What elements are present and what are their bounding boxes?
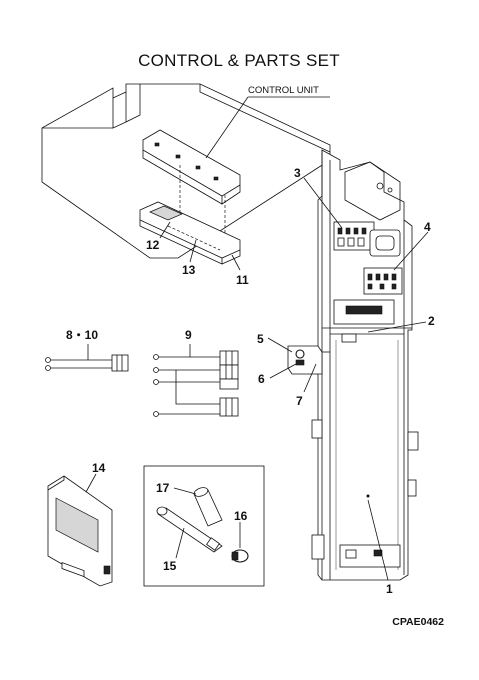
callout-9: 9	[185, 328, 192, 342]
callout-6: 6	[258, 372, 265, 386]
drawing-code: CPAE0462	[392, 616, 444, 628]
control-unit-label: CONTROL UNIT	[248, 85, 319, 96]
callout-7: 7	[296, 394, 303, 408]
mounting-bracket-5-6-7	[287, 345, 330, 375]
callout-13: 13	[182, 263, 196, 277]
callout-15: 15	[163, 559, 177, 573]
terminal-block-3	[333, 221, 375, 251]
cable-8-10	[45, 354, 129, 372]
callout-1: 1	[386, 582, 393, 596]
terminal-block-4	[363, 267, 403, 295]
leader-control-unit	[205, 96, 249, 159]
callout-12: 12	[146, 238, 160, 252]
diagram-title: CONTROL & PARTS SET	[138, 51, 340, 70]
control-box-assembly	[311, 149, 419, 581]
callout-11: 11	[236, 273, 249, 287]
wire-harness-9	[153, 350, 239, 417]
callout-4: 4	[424, 220, 431, 234]
callout-8-10: 8・10	[66, 328, 98, 342]
callout-2: 2	[428, 314, 435, 328]
remote-controller-14	[47, 475, 113, 587]
callout-5: 5	[257, 332, 264, 346]
callout-17: 17	[156, 481, 170, 495]
callout-14: 14	[92, 461, 106, 475]
callout-3: 3	[294, 166, 301, 180]
ceiling-installation-view	[41, 83, 331, 265]
accessory-box	[143, 465, 265, 587]
callout-16: 16	[234, 509, 248, 523]
